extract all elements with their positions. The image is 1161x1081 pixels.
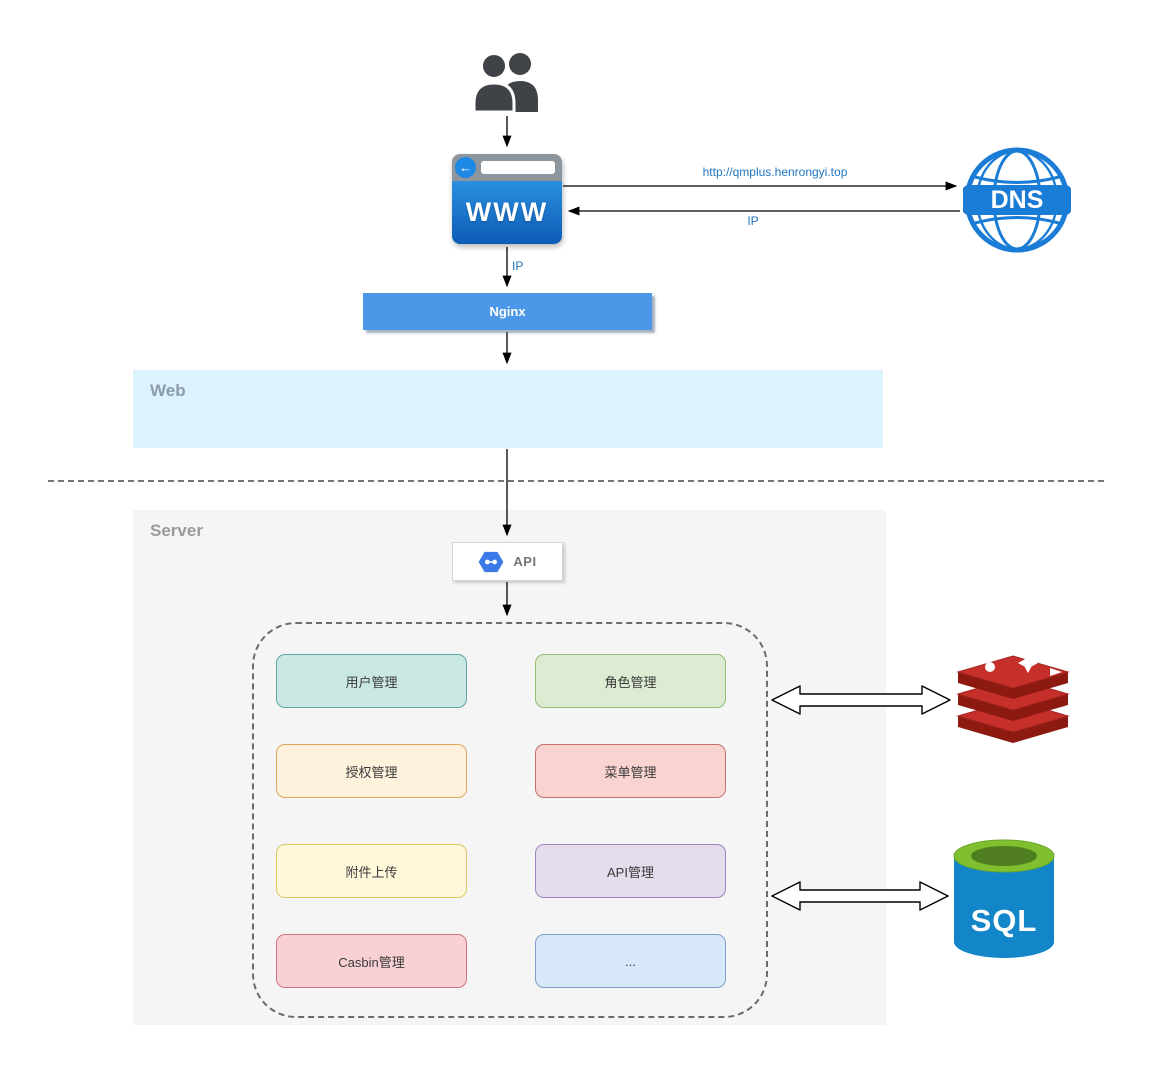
api-hexagon-icon (479, 551, 504, 572)
module-user-management: 用户管理 (276, 654, 467, 708)
api-label: API (513, 554, 537, 569)
redis-stack-icon (950, 648, 1076, 744)
browser-window-icon: ← WWW (452, 154, 562, 244)
module-more: ... (535, 934, 726, 988)
module-menu-management: 菜单管理 (535, 744, 726, 798)
server-zone-label: Server (150, 521, 203, 540)
module-group-container (252, 622, 768, 1018)
browser-title: WWW (452, 181, 562, 244)
module-api-management: API管理 (535, 844, 726, 898)
dns-label: DNS (991, 186, 1044, 214)
web-zone: Web (133, 370, 883, 448)
api-node: API (452, 542, 563, 581)
edge-label-url: http://qmplus.henrongyi.top (702, 165, 848, 179)
sql-database-icon: SQL (950, 836, 1058, 964)
web-zone-label: Web (150, 381, 186, 400)
edge-label-ip-request: IP (512, 259, 524, 273)
module-casbin-management: Casbin管理 (276, 934, 467, 988)
users-icon (470, 50, 544, 114)
module-role-management: 角色管理 (535, 654, 726, 708)
back-arrow-icon: ← (455, 157, 476, 178)
address-bar (481, 161, 555, 174)
nginx-node: Nginx (363, 293, 652, 330)
browser-toolbar: ← (452, 154, 562, 181)
server-zone: Server (133, 510, 886, 1025)
module-attachment-upload: 附件上传 (276, 844, 467, 898)
module-authorization-management: 授权管理 (276, 744, 467, 798)
edge-label-ip-response: IP (747, 214, 759, 228)
sql-label: SQL (971, 903, 1038, 938)
dns-globe-icon: DNS (962, 146, 1072, 254)
